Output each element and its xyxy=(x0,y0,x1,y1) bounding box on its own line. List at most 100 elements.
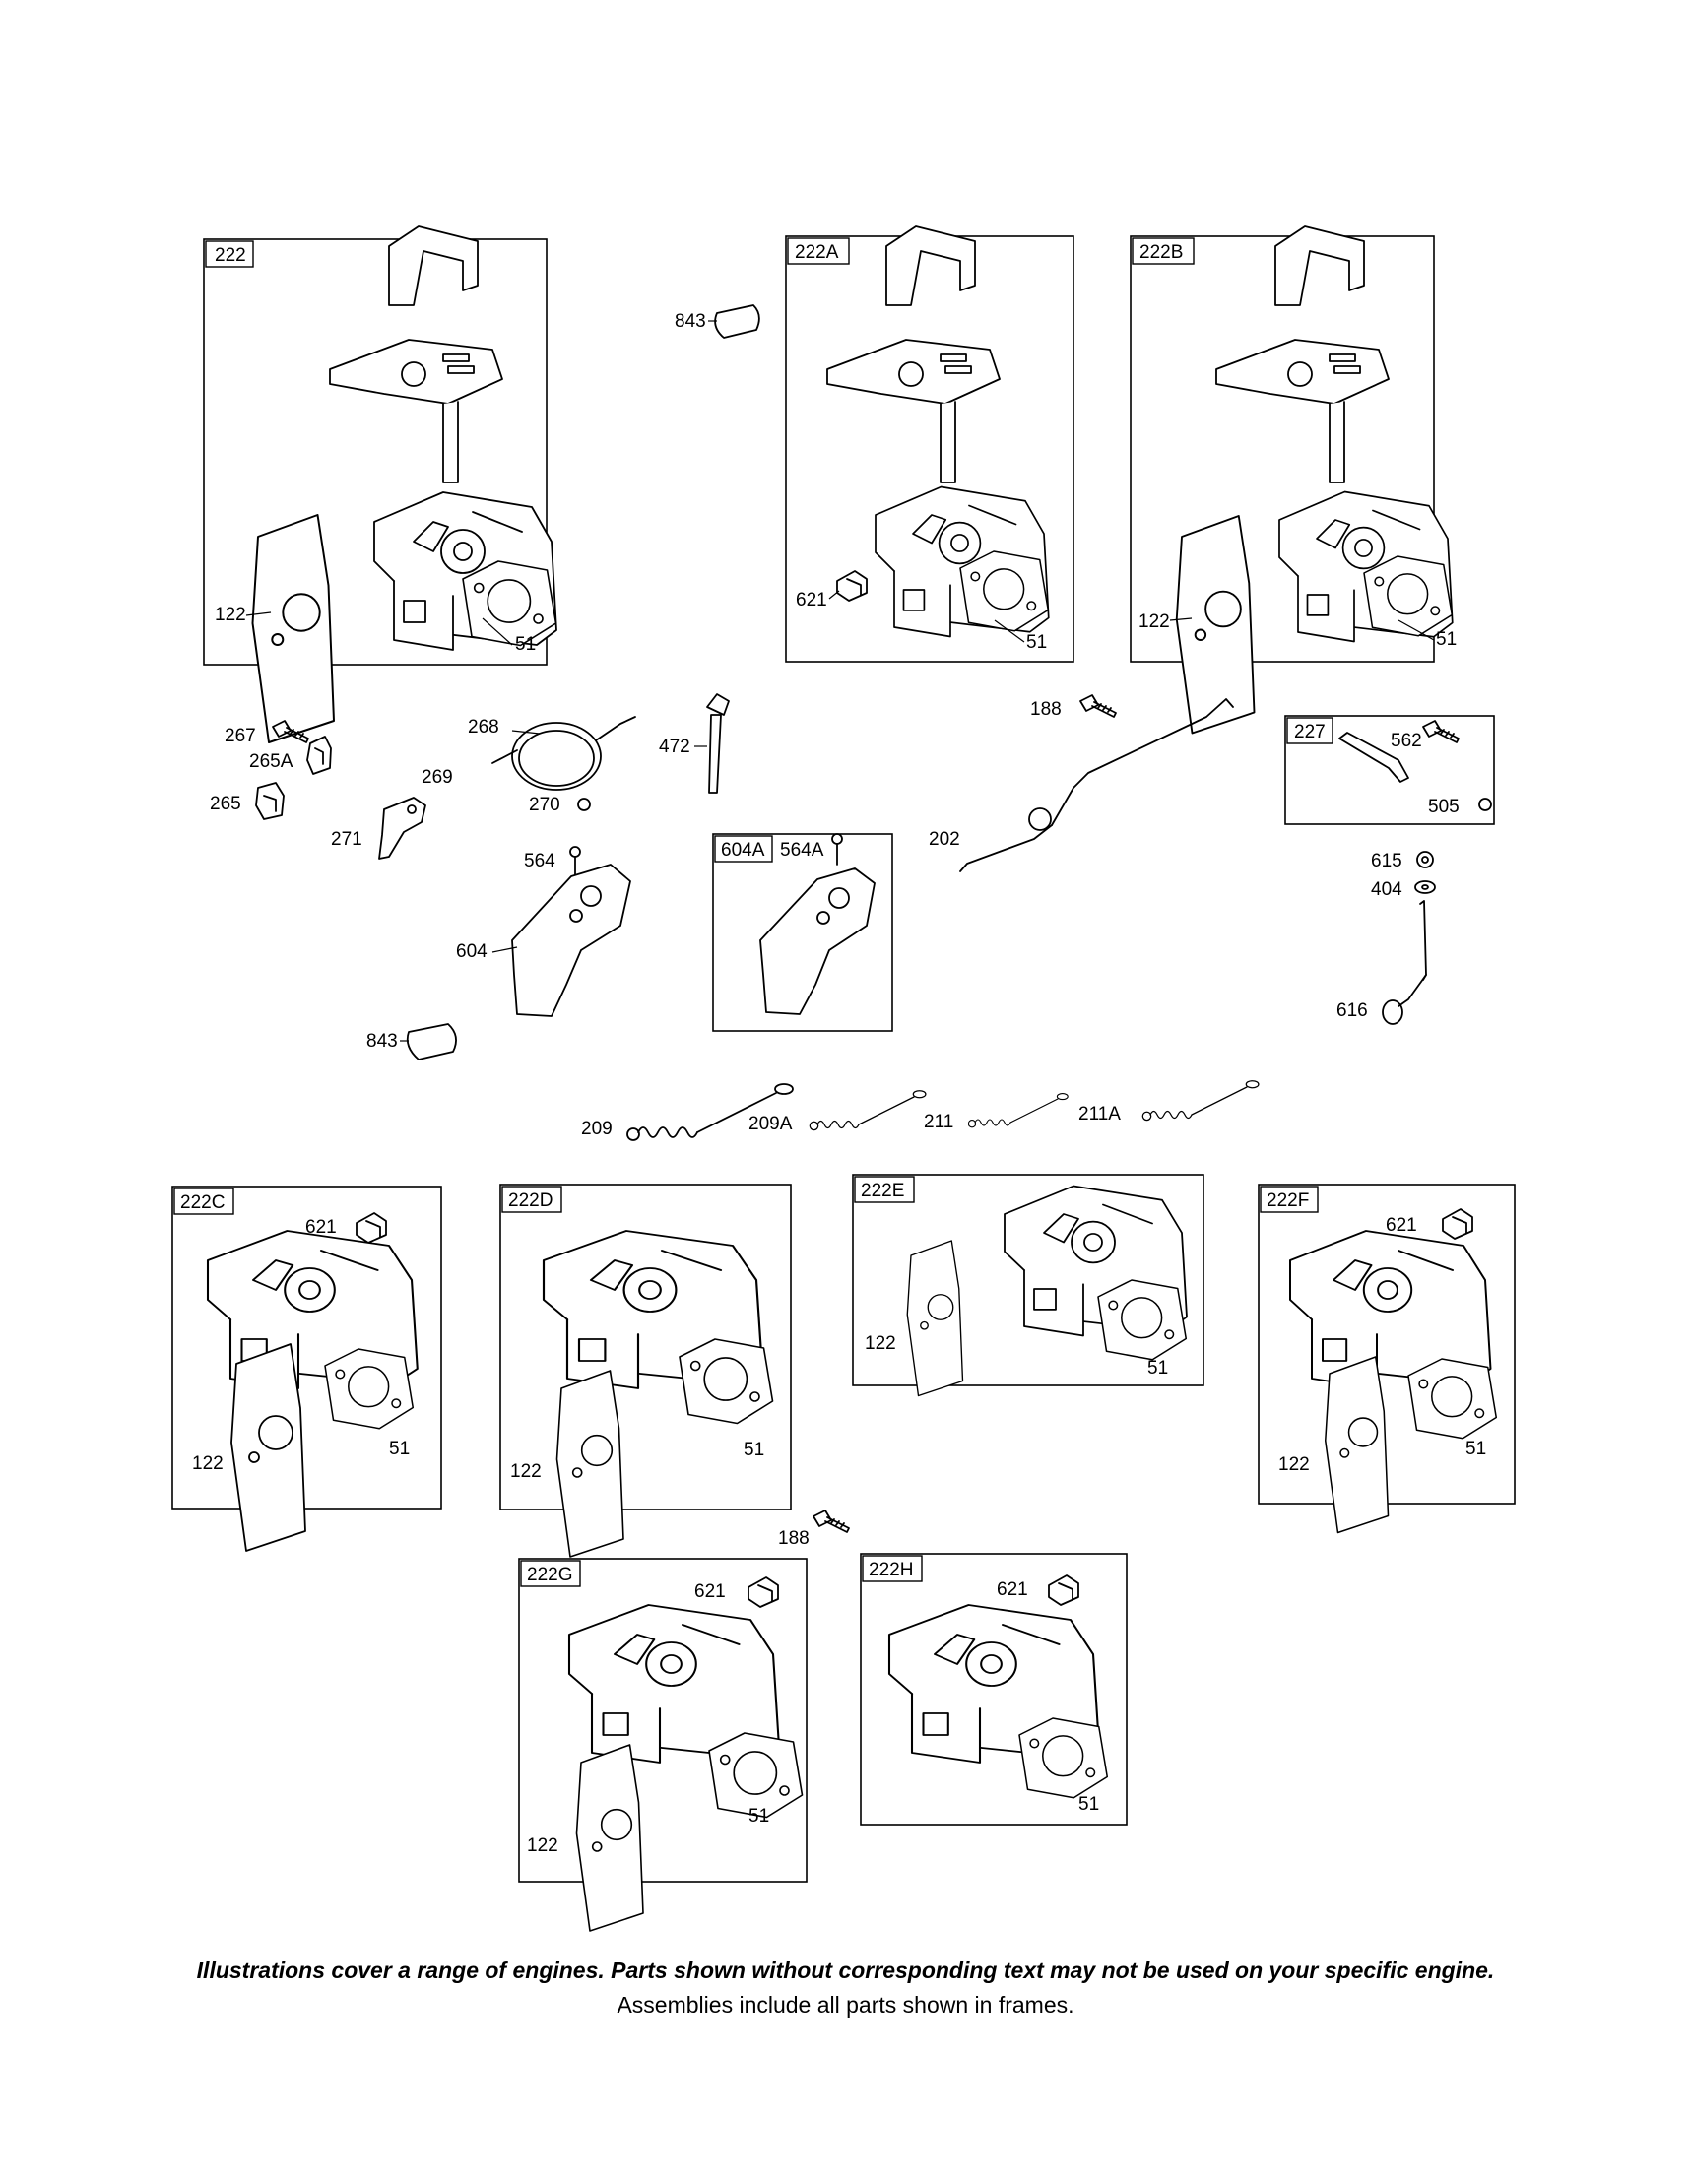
frame-label-222D: 222D xyxy=(508,1190,553,1211)
screw-564A-illustration xyxy=(831,833,843,866)
label-122: 122 xyxy=(527,1835,558,1856)
control-bracket-illustration xyxy=(329,225,503,483)
control-bracket-illustration xyxy=(826,225,1001,483)
assemblies-note: Assemblies include all parts shown in fr… xyxy=(617,1992,1074,2018)
label-843: 843 xyxy=(675,311,706,332)
assembly-frame-604A: 604A 564A xyxy=(712,833,893,1032)
assembly-frame-222E: 222E 122 51 xyxy=(852,1174,1204,1397)
label-271: 271 xyxy=(331,829,362,850)
nut-270-illustration xyxy=(577,798,591,811)
insulator-plate-illustration xyxy=(251,514,335,743)
assembly-frame-222G: 222G 621 122 51 xyxy=(518,1558,808,1932)
gasket-illustration xyxy=(324,1348,415,1430)
label-209A: 209A xyxy=(748,1114,793,1134)
label-564A: 564A xyxy=(780,840,824,861)
assembly-frame-222H: 222H 621 51 xyxy=(860,1553,1128,1826)
gasket-illustration xyxy=(1363,555,1454,637)
frame-label-604A: 604A xyxy=(721,840,765,861)
cable-268-illustration xyxy=(491,716,636,791)
control-bracket-illustration xyxy=(1215,225,1390,483)
label-122: 122 xyxy=(865,1333,896,1354)
frame-label-222C: 222C xyxy=(180,1192,225,1213)
label-616: 616 xyxy=(1336,1000,1368,1021)
label-122: 122 xyxy=(215,605,246,625)
screw-188-illustration xyxy=(1079,694,1117,718)
label-268: 268 xyxy=(468,717,499,738)
clip-621-illustration xyxy=(1048,1574,1079,1606)
assembly-frame-222A: 222A 621 51 xyxy=(785,225,1074,663)
gasket-illustration xyxy=(959,550,1050,632)
label-188: 188 xyxy=(1030,699,1062,720)
insulator-plate-illustration xyxy=(906,1240,964,1397)
label-51: 51 xyxy=(1147,1358,1168,1379)
frame-label-227: 227 xyxy=(1294,722,1326,742)
disclaimer-note: Illustrations cover a range of engines. … xyxy=(196,1958,1495,1983)
label-615: 615 xyxy=(1371,851,1402,871)
label-564: 564 xyxy=(524,851,555,871)
assembly-frame-222F: 222F 621 122 51 xyxy=(1258,1184,1516,1534)
label-621: 621 xyxy=(694,1581,726,1602)
screw-564-illustration xyxy=(569,846,581,877)
clip-621-illustration xyxy=(356,1212,387,1244)
gasket-illustration xyxy=(1018,1717,1109,1799)
frame-label-222H: 222H xyxy=(869,1560,913,1580)
assembly-frame-222D: 222D 122 51 xyxy=(499,1184,792,1558)
gasket-illustration xyxy=(708,1732,804,1819)
label-621: 621 xyxy=(997,1579,1028,1600)
label-211: 211 xyxy=(924,1112,953,1132)
gasket-illustration xyxy=(1097,1279,1188,1361)
label-265: 265 xyxy=(210,794,241,814)
label-621: 621 xyxy=(1386,1215,1417,1236)
nut-615-illustration xyxy=(1416,851,1434,868)
label-51: 51 xyxy=(748,1806,769,1827)
label-202: 202 xyxy=(929,829,960,850)
spring-211-illustration xyxy=(967,1093,1069,1128)
deflector-604-illustration xyxy=(759,867,876,1015)
lever-227-illustration xyxy=(1338,732,1409,783)
frame-label-222A: 222A xyxy=(795,242,839,263)
frame-label-222: 222 xyxy=(215,245,246,266)
link-202-illustration xyxy=(959,698,1234,872)
clip-621-illustration xyxy=(748,1576,779,1608)
frame-label-222E: 222E xyxy=(861,1181,904,1201)
label-472: 472 xyxy=(659,737,690,757)
label-270: 270 xyxy=(529,795,560,815)
insulator-plate-illustration xyxy=(1175,515,1256,735)
lever-616-illustration xyxy=(1382,900,1427,1025)
label-122: 122 xyxy=(510,1461,542,1482)
spring-209A-illustration xyxy=(809,1090,927,1131)
label-211A: 211A xyxy=(1078,1104,1121,1124)
dipstick-472-illustration xyxy=(706,693,730,794)
label-843: 843 xyxy=(366,1031,398,1052)
frame-label-222F: 222F xyxy=(1267,1190,1309,1211)
label-505: 505 xyxy=(1428,797,1460,817)
screw-188-illustration xyxy=(813,1510,850,1533)
washer-404-illustration xyxy=(1414,880,1436,894)
clip-621-illustration xyxy=(1442,1208,1473,1240)
label-267: 267 xyxy=(225,726,256,746)
air-vane-843-illustration xyxy=(714,304,760,339)
label-188: 188 xyxy=(778,1528,810,1549)
insulator-plate-illustration xyxy=(575,1744,644,1932)
assembly-frame-222C: 222C 621 122 51 xyxy=(171,1186,442,1552)
spring-211A-illustration xyxy=(1141,1080,1260,1122)
air-vane-843-illustration xyxy=(406,1023,457,1060)
assembly-frame-227: 227 562 505 xyxy=(1284,715,1495,825)
label-604: 604 xyxy=(456,941,488,962)
label-562: 562 xyxy=(1391,731,1422,751)
label-51: 51 xyxy=(1436,629,1457,650)
frame-label-222G: 222G xyxy=(527,1565,572,1585)
label-51: 51 xyxy=(389,1439,410,1459)
label-51: 51 xyxy=(744,1440,764,1460)
gasket-illustration xyxy=(1407,1358,1498,1440)
screw-562-illustration xyxy=(1422,720,1460,743)
label-51: 51 xyxy=(1026,632,1047,653)
label-209: 209 xyxy=(581,1119,613,1139)
label-265A: 265A xyxy=(249,751,293,772)
nut-505-illustration xyxy=(1478,798,1492,811)
label-621: 621 xyxy=(796,590,827,610)
frame-label-222B: 222B xyxy=(1139,242,1183,263)
label-404: 404 xyxy=(1371,879,1402,900)
label-122: 122 xyxy=(1278,1454,1310,1475)
insulator-plate-illustration xyxy=(1324,1356,1390,1534)
